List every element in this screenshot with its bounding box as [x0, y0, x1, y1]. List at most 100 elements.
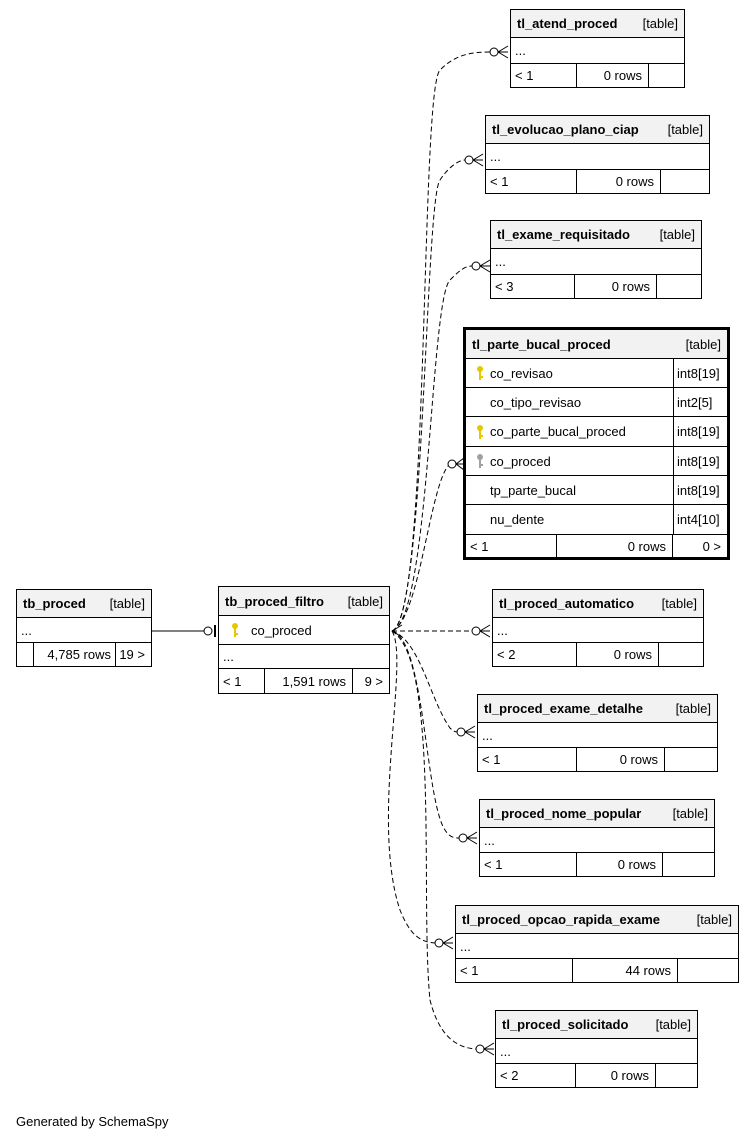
- ellipsis-row: ...: [17, 618, 151, 643]
- column-type: int8[19]: [673, 476, 727, 504]
- table-header: tl_evolucao_plano_ciap [table]: [486, 116, 709, 144]
- edge-tl_proced_opcao_rapida_exame: [387, 630, 436, 944]
- column-type: int8[19]: [673, 417, 727, 446]
- row-count: 0 rows: [576, 1064, 656, 1087]
- edge-tl_proced_nome_popular: [391, 630, 461, 839]
- parents-count: [17, 643, 34, 666]
- row-count: 1,591 rows: [265, 669, 353, 693]
- parents-count: < 1: [219, 669, 265, 693]
- column-type: int8[19]: [673, 359, 727, 387]
- parents-count: < 1: [466, 535, 557, 557]
- column-name: co_tipo_revisao: [490, 394, 582, 410]
- table-tl_proced_nome_popular[interactable]: tl_proced_nome_popular [table] ... < 1 0…: [479, 799, 715, 877]
- children-count: [649, 64, 684, 87]
- column-row[interactable]: co_tipo_revisao int2[5]: [466, 388, 727, 417]
- parents-count: < 2: [493, 643, 577, 666]
- column-name: tp_parte_bucal: [490, 482, 577, 498]
- table-tl_proced_automatico[interactable]: tl_proced_automatico [table] ... < 2 0 r…: [492, 589, 704, 667]
- children-count: 19 >: [119, 647, 145, 662]
- parents-count: < 1: [478, 748, 577, 771]
- table-tl_proced_solicitado[interactable]: tl_proced_solicitado [table] ... < 2 0 r…: [495, 1010, 698, 1088]
- children-count: 9 >: [364, 673, 383, 689]
- ellipsis-row: ...: [486, 144, 709, 170]
- table-kind: [table]: [675, 701, 711, 716]
- ellipsis-row: ...: [478, 723, 717, 748]
- table-kind: [table]: [109, 596, 145, 611]
- zero-marker: [471, 261, 481, 271]
- primary-key-icon: [470, 365, 490, 381]
- ellipsis-row: ...: [496, 1039, 697, 1064]
- column-row[interactable]: nu_dente int4[10]: [466, 505, 727, 535]
- row-count: 44 rows: [573, 959, 678, 982]
- table-name: tl_atend_proced: [517, 16, 618, 31]
- column-row[interactable]: tp_parte_bucal int8[19]: [466, 476, 727, 505]
- column-row[interactable]: co_parte_bucal_proced int8[19]: [466, 417, 727, 447]
- row-count: 0 rows: [577, 643, 659, 666]
- zero-marker: [447, 459, 457, 469]
- zero-marker: [489, 47, 499, 57]
- table-tl_atend_proced[interactable]: tl_atend_proced [table] ... < 1 0 rows: [510, 9, 685, 88]
- table-tl_parte_bucal_proced[interactable]: tl_parte_bucal_proced [table] co_revisao…: [463, 327, 730, 560]
- zero-marker: [475, 1044, 485, 1054]
- crow-foot: [472, 153, 484, 167]
- children-count: [663, 853, 714, 876]
- ellipsis-row: ...: [491, 249, 701, 275]
- table-footer: < 1 0 rows: [486, 170, 709, 193]
- table-footer: < 3 0 rows: [491, 275, 701, 298]
- zero-marker: [203, 626, 213, 636]
- table-tl_exame_requisitado[interactable]: tl_exame_requisitado [table] ... < 3 0 r…: [490, 220, 702, 299]
- generated-by-footer: Generated by SchemaSpy: [16, 1114, 169, 1129]
- parents-count: < 1: [486, 170, 577, 193]
- table-kind: [table]: [659, 227, 695, 242]
- zero-marker: [471, 626, 481, 636]
- column-row[interactable]: co_proced: [219, 616, 389, 645]
- table-footer: < 1 0 rows: [478, 748, 717, 771]
- table-kind: [table]: [685, 336, 721, 352]
- table-tb_proced[interactable]: tb_proced [table] ... 4,785 rows 19 >: [16, 589, 152, 667]
- table-header: tl_proced_solicitado [table]: [496, 1011, 697, 1039]
- zero-marker: [434, 938, 444, 948]
- table-footer: 4,785 rows 19 >: [17, 643, 151, 666]
- ellipsis-row: ...: [456, 934, 738, 959]
- table-tl_proced_exame_detalhe[interactable]: tl_proced_exame_detalhe [table] ... < 1 …: [477, 694, 718, 772]
- table-tb_proced_filtro[interactable]: tb_proced_filtro [table] co_proced ... <…: [218, 586, 390, 694]
- column-name: co_proced: [251, 622, 312, 638]
- table-footer: < 1 1,591 rows 9 >: [219, 669, 389, 693]
- children-count: [678, 959, 738, 982]
- table-footer: < 2 0 rows: [493, 643, 703, 666]
- parents-count: < 1: [511, 64, 577, 87]
- table-name: tl_evolucao_plano_ciap: [492, 122, 639, 137]
- table-header: tl_proced_automatico [table]: [493, 590, 703, 618]
- ellipsis-row: ...: [493, 618, 703, 643]
- table-header: tl_parte_bucal_proced [table]: [466, 330, 727, 359]
- column-name: nu_dente: [490, 512, 545, 527]
- row-count: 0 rows: [577, 748, 665, 771]
- edge-tl_proced_exame_detalhe: [391, 630, 459, 733]
- column-name: co_parte_bucal_proced: [490, 424, 626, 439]
- primary-key-icon: [470, 424, 490, 440]
- column-type: int4[10]: [673, 505, 727, 534]
- table-footer: < 1 44 rows: [456, 959, 738, 982]
- table-name: tl_proced_opcao_rapida_exame: [462, 912, 660, 927]
- children-count: [659, 643, 703, 666]
- zero-marker: [458, 833, 468, 843]
- column-name: co_revisao: [490, 365, 553, 381]
- crow-foot: [442, 936, 454, 950]
- crow-foot-parent: [391, 624, 403, 638]
- table-tl_proced_opcao_rapida_exame[interactable]: tl_proced_opcao_rapida_exame [table] ...…: [455, 905, 739, 983]
- table-header: tl_proced_nome_popular [table]: [480, 800, 714, 828]
- column-row[interactable]: co_revisao int8[19]: [466, 359, 727, 388]
- table-name: tl_proced_automatico: [499, 596, 635, 611]
- table-footer: < 2 0 rows: [496, 1064, 697, 1087]
- table-header: tl_exame_requisitado [table]: [491, 221, 701, 249]
- table-name: tl_exame_requisitado: [497, 227, 630, 242]
- column-row[interactable]: co_proced int8[19]: [466, 447, 727, 476]
- row-count: 0 rows: [557, 535, 673, 557]
- table-tl_evolucao_plano_ciap[interactable]: tl_evolucao_plano_ciap [table] ... < 1 0…: [485, 115, 710, 194]
- parents-count: < 3: [491, 275, 575, 298]
- table-name: tl_proced_nome_popular: [486, 806, 642, 821]
- column-type: int2[5]: [673, 388, 727, 416]
- crow-foot: [483, 1042, 495, 1056]
- table-header: tb_proced [table]: [17, 590, 151, 618]
